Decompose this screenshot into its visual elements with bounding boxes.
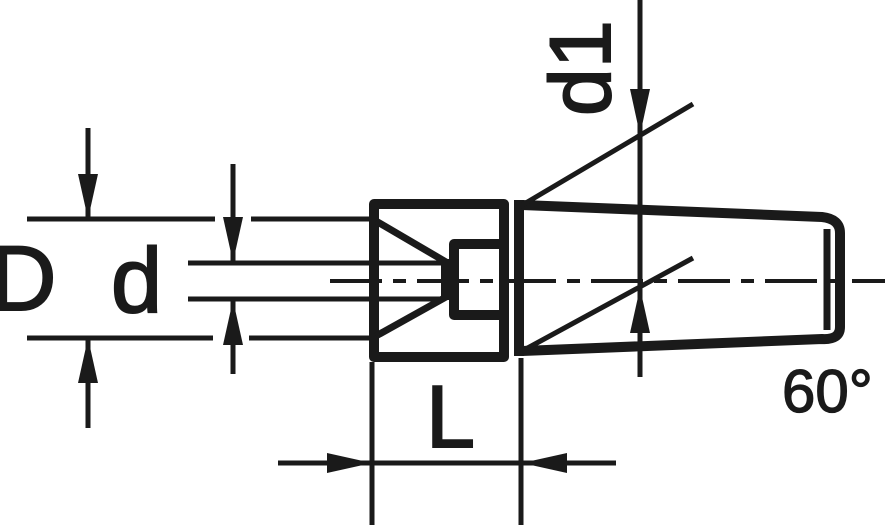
arrowhead-up <box>78 338 98 383</box>
arrowhead-down <box>630 89 650 135</box>
label-D: D <box>0 228 56 330</box>
label-L: L <box>426 367 475 466</box>
oblique-ext-line-bottom <box>522 255 695 353</box>
dimension-D: D <box>0 128 369 428</box>
cone-flank-top <box>374 217 448 266</box>
dimension-d1: d1 <box>517 0 695 377</box>
arrowhead-up <box>630 288 650 333</box>
label-angle-60deg: 60° <box>782 358 873 425</box>
part-outline <box>369 199 845 362</box>
cone-flank-bottom <box>374 293 448 340</box>
label-d: d <box>111 230 162 332</box>
arrowhead-up <box>223 300 243 345</box>
arrowhead-down <box>78 174 98 219</box>
oblique-ext-line-top <box>517 101 695 210</box>
taper-outline <box>521 200 845 356</box>
arrowhead-right <box>327 453 372 473</box>
arrowhead-down <box>223 217 243 262</box>
arrowhead-left <box>522 453 567 473</box>
dimension-d: d <box>110 164 443 374</box>
label-d1: d1 <box>533 20 629 116</box>
dimension-L: L <box>278 358 616 525</box>
